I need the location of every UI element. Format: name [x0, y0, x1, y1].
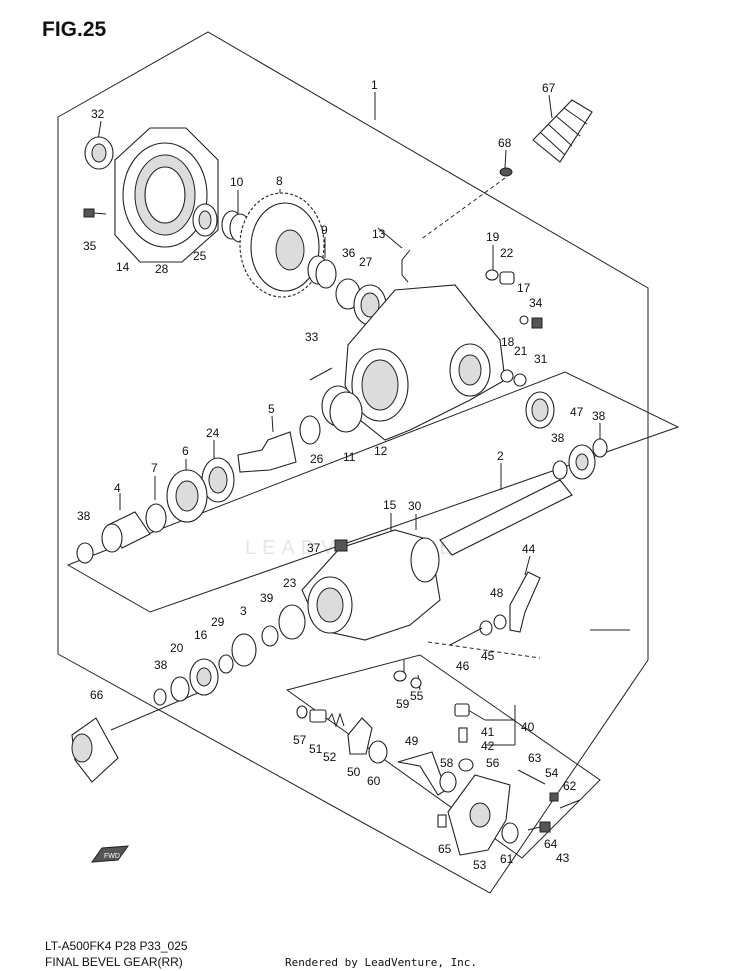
part-label: 38	[77, 509, 91, 523]
part-label: 24	[206, 426, 220, 440]
part-label: 13	[372, 227, 386, 241]
part-label: 35	[83, 239, 97, 253]
part-label: 29	[211, 615, 225, 629]
part-label: 33	[305, 330, 319, 344]
part-label: 30	[408, 499, 422, 513]
part-drawings	[71, 99, 608, 856]
part-label: 7	[151, 461, 158, 475]
part-label: 28	[155, 262, 169, 276]
part-label: 27	[359, 255, 373, 269]
part-label: 48	[490, 586, 504, 600]
part-label: 31	[534, 352, 548, 366]
fwd-direction-badge: FWD	[90, 845, 130, 863]
part-label: 1	[371, 78, 378, 92]
part-label: 65	[438, 842, 452, 856]
part-label: 47	[570, 405, 584, 419]
part-label: 17	[517, 281, 531, 295]
fwd-label: FWD	[104, 853, 120, 860]
part-label: 16	[194, 628, 208, 642]
part-label: 6	[182, 444, 189, 458]
rendered-by-credit: Rendered by LeadVenture, Inc.	[285, 956, 477, 969]
part-label: 36	[342, 246, 356, 260]
part-label: 58	[440, 756, 454, 770]
part-label: 21	[514, 344, 528, 358]
part-label: 3	[240, 604, 247, 618]
part-number-labels: 1 2 3 4 5 6 7 8 9 10 11 12 13 14 15 16 1…	[77, 78, 606, 872]
part-label: 32	[91, 107, 105, 121]
part-label: 9	[321, 223, 328, 237]
part-label: 34	[529, 296, 543, 310]
part-label: 12	[374, 444, 388, 458]
part-label: 61	[500, 852, 514, 866]
part-label: 38	[154, 658, 168, 672]
figure-title: FIG.25	[42, 18, 107, 41]
part-label: 68	[498, 136, 512, 150]
part-label: 56	[486, 756, 500, 770]
part-label: 19	[486, 230, 500, 244]
part-label: 46	[456, 659, 470, 673]
part-label: 40	[521, 720, 535, 734]
part-label: 45	[481, 649, 495, 663]
part-label: 22	[500, 246, 514, 260]
part-label: 4	[114, 481, 121, 495]
part-label: 41	[481, 725, 495, 739]
part-label: 52	[323, 750, 337, 764]
part-label: 23	[283, 576, 297, 590]
part-label: 57	[293, 733, 307, 747]
part-label: 54	[545, 766, 559, 780]
part-label: 59	[396, 697, 410, 711]
part-label: 49	[405, 734, 419, 748]
assembly-outline	[57, 31, 680, 894]
part-label: 10	[230, 175, 244, 189]
part-label: 11	[343, 450, 356, 464]
part-label: 62	[563, 779, 577, 793]
part-label: 66	[90, 688, 104, 702]
part-label: 25	[193, 249, 207, 263]
part-label: 43	[556, 851, 570, 865]
part-label: 44	[522, 542, 536, 556]
model-code: LT-A500FK4 P28 P33_025	[45, 939, 188, 953]
part-label: 63	[528, 751, 542, 765]
section-name: FINAL BEVEL GEAR(RR)	[45, 955, 183, 969]
part-label: 38	[551, 431, 565, 445]
part-label: 15	[383, 498, 397, 512]
part-label: 2	[497, 449, 504, 463]
part-label: 50	[347, 765, 361, 779]
part-label: 67	[542, 81, 556, 95]
part-label: 60	[367, 774, 381, 788]
part-label: 64	[544, 837, 558, 851]
part-label: 38	[592, 409, 606, 423]
part-label: 14	[116, 260, 130, 274]
part-label: 20	[170, 641, 184, 655]
part-label: 37	[307, 541, 321, 555]
part-label: 39	[260, 591, 274, 605]
part-label: 5	[268, 402, 275, 416]
part-label: 51	[309, 742, 323, 756]
part-label: 26	[310, 452, 324, 466]
part-label: 42	[481, 739, 495, 753]
part-label: 8	[276, 174, 283, 188]
part-label: 55	[410, 689, 424, 703]
part-label: 53	[473, 858, 487, 872]
part-label: 18	[501, 335, 515, 349]
